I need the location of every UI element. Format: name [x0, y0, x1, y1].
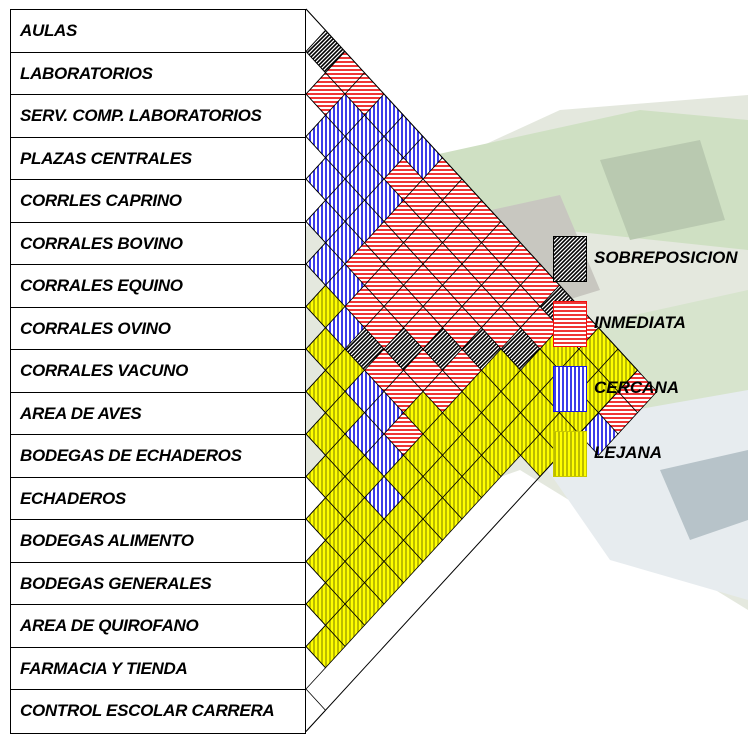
row-connector	[305, 646, 327, 690]
row-connector	[305, 93, 327, 137]
space-row-corrales-vacuno: CORRALES VACUNO	[11, 350, 305, 393]
row-connector	[305, 476, 327, 520]
space-row-aulas: AULAS	[11, 10, 305, 53]
space-row-corrales-bovino: CORRALES BOVINO	[11, 223, 305, 265]
space-row-area-de-aves: AREA DE AVES	[11, 393, 305, 435]
row-connector	[305, 348, 327, 392]
matrix-cells	[305, 29, 658, 669]
legend-swatch-sobreposicion	[553, 236, 587, 282]
space-row-corrales-ovino: CORRALES OVINO	[11, 308, 305, 350]
space-list: AULAS LABORATORIOS SERV. COMP. LABORATOR…	[10, 9, 306, 734]
space-row-laboratorios: LABORATORIOS	[11, 53, 305, 95]
space-row-serv-comp-laboratorios: SERV. COMP. LABORATORIOS	[11, 95, 305, 138]
row-connector	[305, 221, 327, 265]
row-connector	[305, 561, 327, 605]
row-connector	[305, 433, 327, 477]
matrix-grid-lines	[305, 8, 639, 732]
legend-swatch-lejana	[553, 431, 587, 477]
legend-label-lejana: LEJANA	[594, 443, 663, 462]
row-connector	[305, 688, 327, 732]
space-row-bodegas-de-echaderos: BODEGAS DE ECHADEROS	[11, 435, 305, 478]
space-row-plazas-centrales: PLAZAS CENTRALES	[11, 138, 305, 180]
row-connector	[305, 603, 327, 647]
space-row-bodegas-generales: BODEGAS GENERALES	[11, 563, 305, 605]
row-connector	[305, 306, 327, 350]
row-connector	[305, 178, 327, 222]
legend-swatch-inmediata	[553, 301, 587, 347]
space-row-corrales-caprino: CORRLES CAPRINO	[11, 180, 305, 223]
row-connector	[305, 391, 327, 435]
space-row-control-escolar-carrera: CONTROL ESCOLAR CARRERA	[20, 701, 275, 720]
legend-label-cercana: CERCANA	[594, 378, 679, 397]
matrix-outline	[305, 8, 639, 732]
row-connector	[305, 518, 327, 562]
row-connector	[305, 136, 327, 180]
legend-swatch-cercana	[553, 366, 587, 412]
space-row-corrales-equino: CORRALES EQUINO	[11, 265, 305, 308]
space-row-bodegas-alimento: BODEGAS ALIMENTO	[11, 520, 305, 563]
legend-label-inmediata: INMEDIATA	[594, 313, 686, 332]
row-connector	[305, 51, 327, 95]
row-connector	[305, 263, 327, 307]
legend-label-sobreposicion: SOBREPOSICION	[594, 248, 738, 267]
space-row-area-de-quirofano: AREA DE QUIROFANO	[11, 605, 305, 648]
space-row-echaderos: ECHADEROS	[11, 478, 305, 520]
space-row-farmacia-y-tienda: FARMACIA Y TIENDA	[11, 648, 305, 690]
